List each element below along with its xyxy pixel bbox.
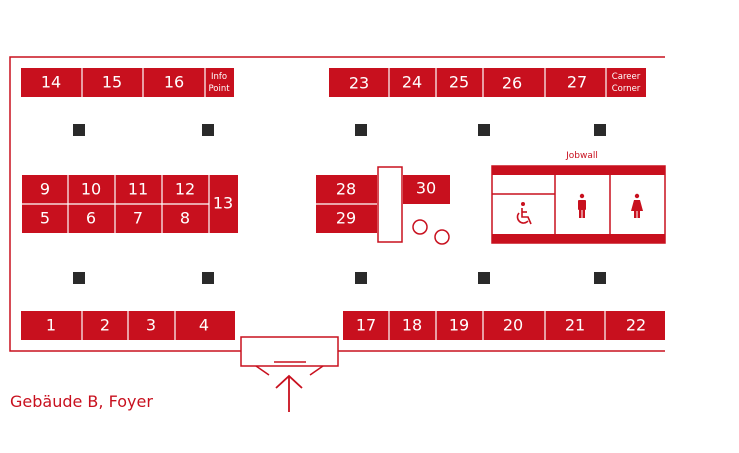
booth-15[interactable]: 15: [82, 68, 143, 97]
booth-6[interactable]: 6: [68, 204, 115, 233]
svg-text:9: 9: [40, 180, 50, 199]
pillar: [202, 272, 214, 284]
booth-23[interactable]: 23: [329, 68, 389, 97]
booth-28[interactable]: 28: [316, 175, 377, 204]
counter: [377, 166, 403, 243]
svg-text:Info: Info: [211, 72, 227, 82]
booth-17[interactable]: 17: [343, 311, 389, 340]
svg-text:2: 2: [100, 316, 110, 335]
booth-20[interactable]: 20: [483, 311, 545, 340]
svg-text:17: 17: [356, 316, 376, 335]
svg-text:3: 3: [146, 316, 156, 335]
booth-info-point[interactable]: Info Point: [205, 68, 234, 97]
svg-text:30: 30: [416, 179, 436, 198]
booth-26[interactable]: 26: [483, 68, 545, 97]
svg-text:5: 5: [40, 209, 50, 228]
booth-5[interactable]: 5: [22, 204, 68, 233]
hall-wall: [9, 56, 665, 352]
pillar: [478, 272, 490, 284]
booth-1[interactable]: 1: [21, 311, 82, 340]
svg-text:16: 16: [164, 73, 184, 92]
booth-11[interactable]: 11: [115, 175, 162, 204]
svg-text:14: 14: [41, 73, 61, 92]
woman-icon: [631, 193, 643, 218]
pillar: [594, 272, 606, 284]
svg-text:18: 18: [402, 316, 422, 335]
svg-text:13: 13: [213, 194, 233, 213]
svg-text:1: 1: [46, 316, 56, 335]
booth-career-corner[interactable]: Career Corner: [606, 68, 646, 97]
booth-16[interactable]: 16: [143, 68, 205, 97]
svg-text:27: 27: [567, 73, 587, 92]
svg-text:4: 4: [199, 316, 209, 335]
booth-8[interactable]: 8: [162, 204, 209, 233]
pillar: [73, 124, 85, 136]
svg-text:10: 10: [81, 180, 101, 199]
booth-12[interactable]: 12: [162, 175, 209, 204]
booth-18[interactable]: 18: [389, 311, 436, 340]
booth-4[interactable]: 4: [175, 311, 235, 340]
restroom-block: [491, 165, 666, 244]
svg-text:21: 21: [565, 316, 585, 335]
svg-text:6: 6: [86, 209, 96, 228]
svg-text:25: 25: [449, 73, 469, 92]
svg-text:15: 15: [102, 73, 122, 92]
jobwall-label: Jobwall: [565, 151, 598, 161]
booth-10[interactable]: 10: [68, 175, 115, 204]
svg-text:Career: Career: [612, 72, 641, 82]
booth-3[interactable]: 3: [128, 311, 175, 340]
booth-30[interactable]: 30: [403, 175, 450, 204]
man-icon: [578, 193, 586, 218]
booth-7[interactable]: 7: [115, 204, 162, 233]
svg-text:20: 20: [503, 316, 523, 335]
booth-19[interactable]: 19: [436, 311, 483, 340]
table-round: [434, 229, 450, 245]
svg-text:29: 29: [336, 209, 356, 228]
pillar: [355, 124, 367, 136]
table-round: [412, 219, 428, 235]
pillar: [202, 124, 214, 136]
svg-text:19: 19: [449, 316, 469, 335]
svg-text:12: 12: [175, 180, 195, 199]
pillar: [478, 124, 490, 136]
booth-22[interactable]: 22: [605, 311, 665, 340]
wheelchair-icon: [516, 202, 532, 225]
booth-14[interactable]: 14: [21, 68, 82, 97]
pillar: [355, 272, 367, 284]
svg-text:Corner: Corner: [612, 84, 641, 94]
svg-text:11: 11: [128, 180, 148, 199]
booth-25[interactable]: 25: [436, 68, 483, 97]
venue-caption: Gebäude B, Foyer: [10, 392, 153, 411]
booth-24[interactable]: 24: [389, 68, 436, 97]
svg-text:24: 24: [402, 73, 422, 92]
booth-21[interactable]: 21: [545, 311, 605, 340]
booth-13[interactable]: 13: [209, 175, 238, 233]
pillar: [594, 124, 606, 136]
svg-text:23: 23: [349, 74, 369, 93]
svg-text:28: 28: [336, 180, 356, 199]
booth-2[interactable]: 2: [82, 311, 128, 340]
svg-text:7: 7: [133, 209, 143, 228]
svg-text:22: 22: [626, 316, 646, 335]
booth-9[interactable]: 9: [22, 175, 68, 204]
pillar: [73, 272, 85, 284]
entrance-doors: [240, 336, 339, 376]
entrance-arrow-icon: [275, 374, 303, 412]
booth-29[interactable]: 29: [316, 204, 377, 233]
svg-text:Point: Point: [208, 84, 230, 94]
booth-27[interactable]: 27: [545, 68, 606, 97]
svg-text:8: 8: [180, 209, 190, 228]
svg-text:26: 26: [502, 74, 522, 93]
pillars: [73, 124, 606, 284]
